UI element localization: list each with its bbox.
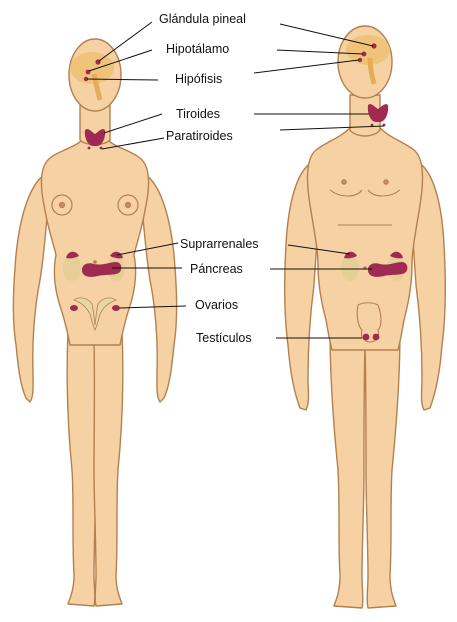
male-left-leg xyxy=(330,330,365,608)
female-ovary-left xyxy=(70,305,78,311)
female-ovary-right xyxy=(112,305,120,311)
label-hypothalamus: Hipotálamo xyxy=(166,42,229,56)
label-parathyroid: Paratiroides xyxy=(166,129,233,143)
label-ovaries: Ovarios xyxy=(195,298,238,312)
male-kidney-left xyxy=(341,255,359,281)
female-parathyroid-right xyxy=(100,147,103,150)
female-left-leg xyxy=(67,330,96,606)
leader-thyroid-female xyxy=(104,114,162,133)
male-testis-right xyxy=(373,334,380,341)
label-pancreas: Páncreas xyxy=(190,262,243,276)
label-pituitary: Hipófisis xyxy=(175,72,222,86)
female-right-arm xyxy=(142,175,177,402)
label-testes: Testículos xyxy=(196,331,252,345)
female-left-arm xyxy=(13,175,48,402)
leader-pineal-female xyxy=(99,22,152,61)
female-torso xyxy=(42,140,149,345)
female-kidney-left xyxy=(63,255,81,281)
female-parathyroid-left xyxy=(88,147,91,150)
male-testis-left xyxy=(363,334,370,341)
male-right-leg xyxy=(365,330,400,608)
female-navel xyxy=(93,260,97,264)
female-right-leg xyxy=(94,330,123,606)
label-thyroid: Tiroides xyxy=(176,107,220,121)
label-adrenal: Suprarrenales xyxy=(180,237,259,251)
label-pineal: Glándula pineal xyxy=(159,12,246,26)
